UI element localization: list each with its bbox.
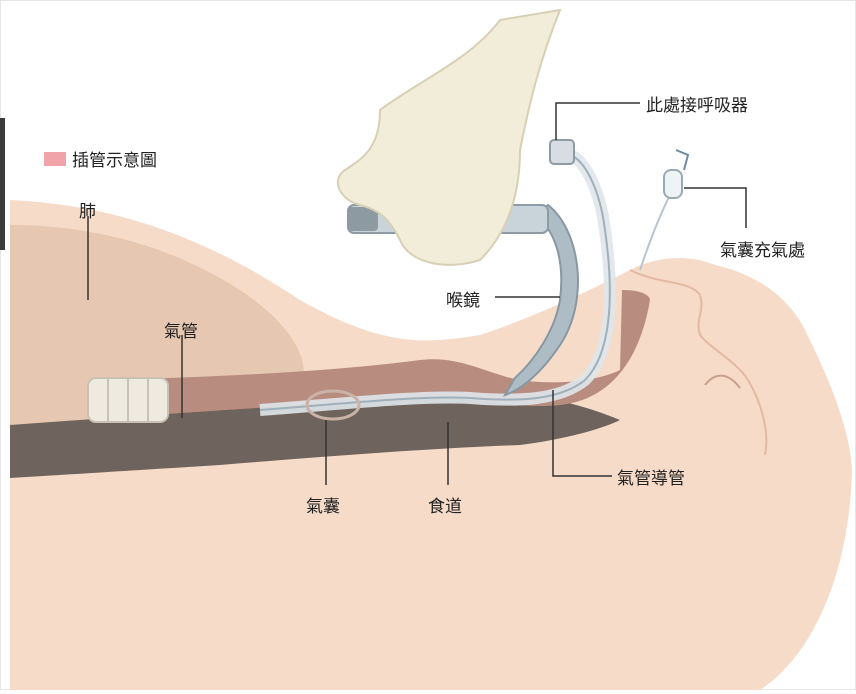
pilot-balloon: [664, 170, 682, 198]
label-lung: 肺: [79, 197, 96, 222]
legend-label: 插管示意圖: [72, 146, 157, 171]
label-cuff: 氣囊: [306, 492, 340, 517]
legend: 插管示意圖: [44, 146, 157, 171]
label-laryngoscope: 喉鏡: [446, 286, 480, 311]
ventilator-connector: [550, 140, 574, 164]
legend-swatch: [44, 152, 66, 166]
label-trachea: 氣管: [164, 317, 198, 342]
label-esophagus: 食道: [428, 492, 462, 517]
label-endotracheal-tube: 氣管導管: [617, 464, 685, 489]
label-ventilator-connection: 此處接呼吸器: [646, 91, 748, 116]
label-cuff-inflation: 氣囊充氣處: [720, 236, 805, 261]
